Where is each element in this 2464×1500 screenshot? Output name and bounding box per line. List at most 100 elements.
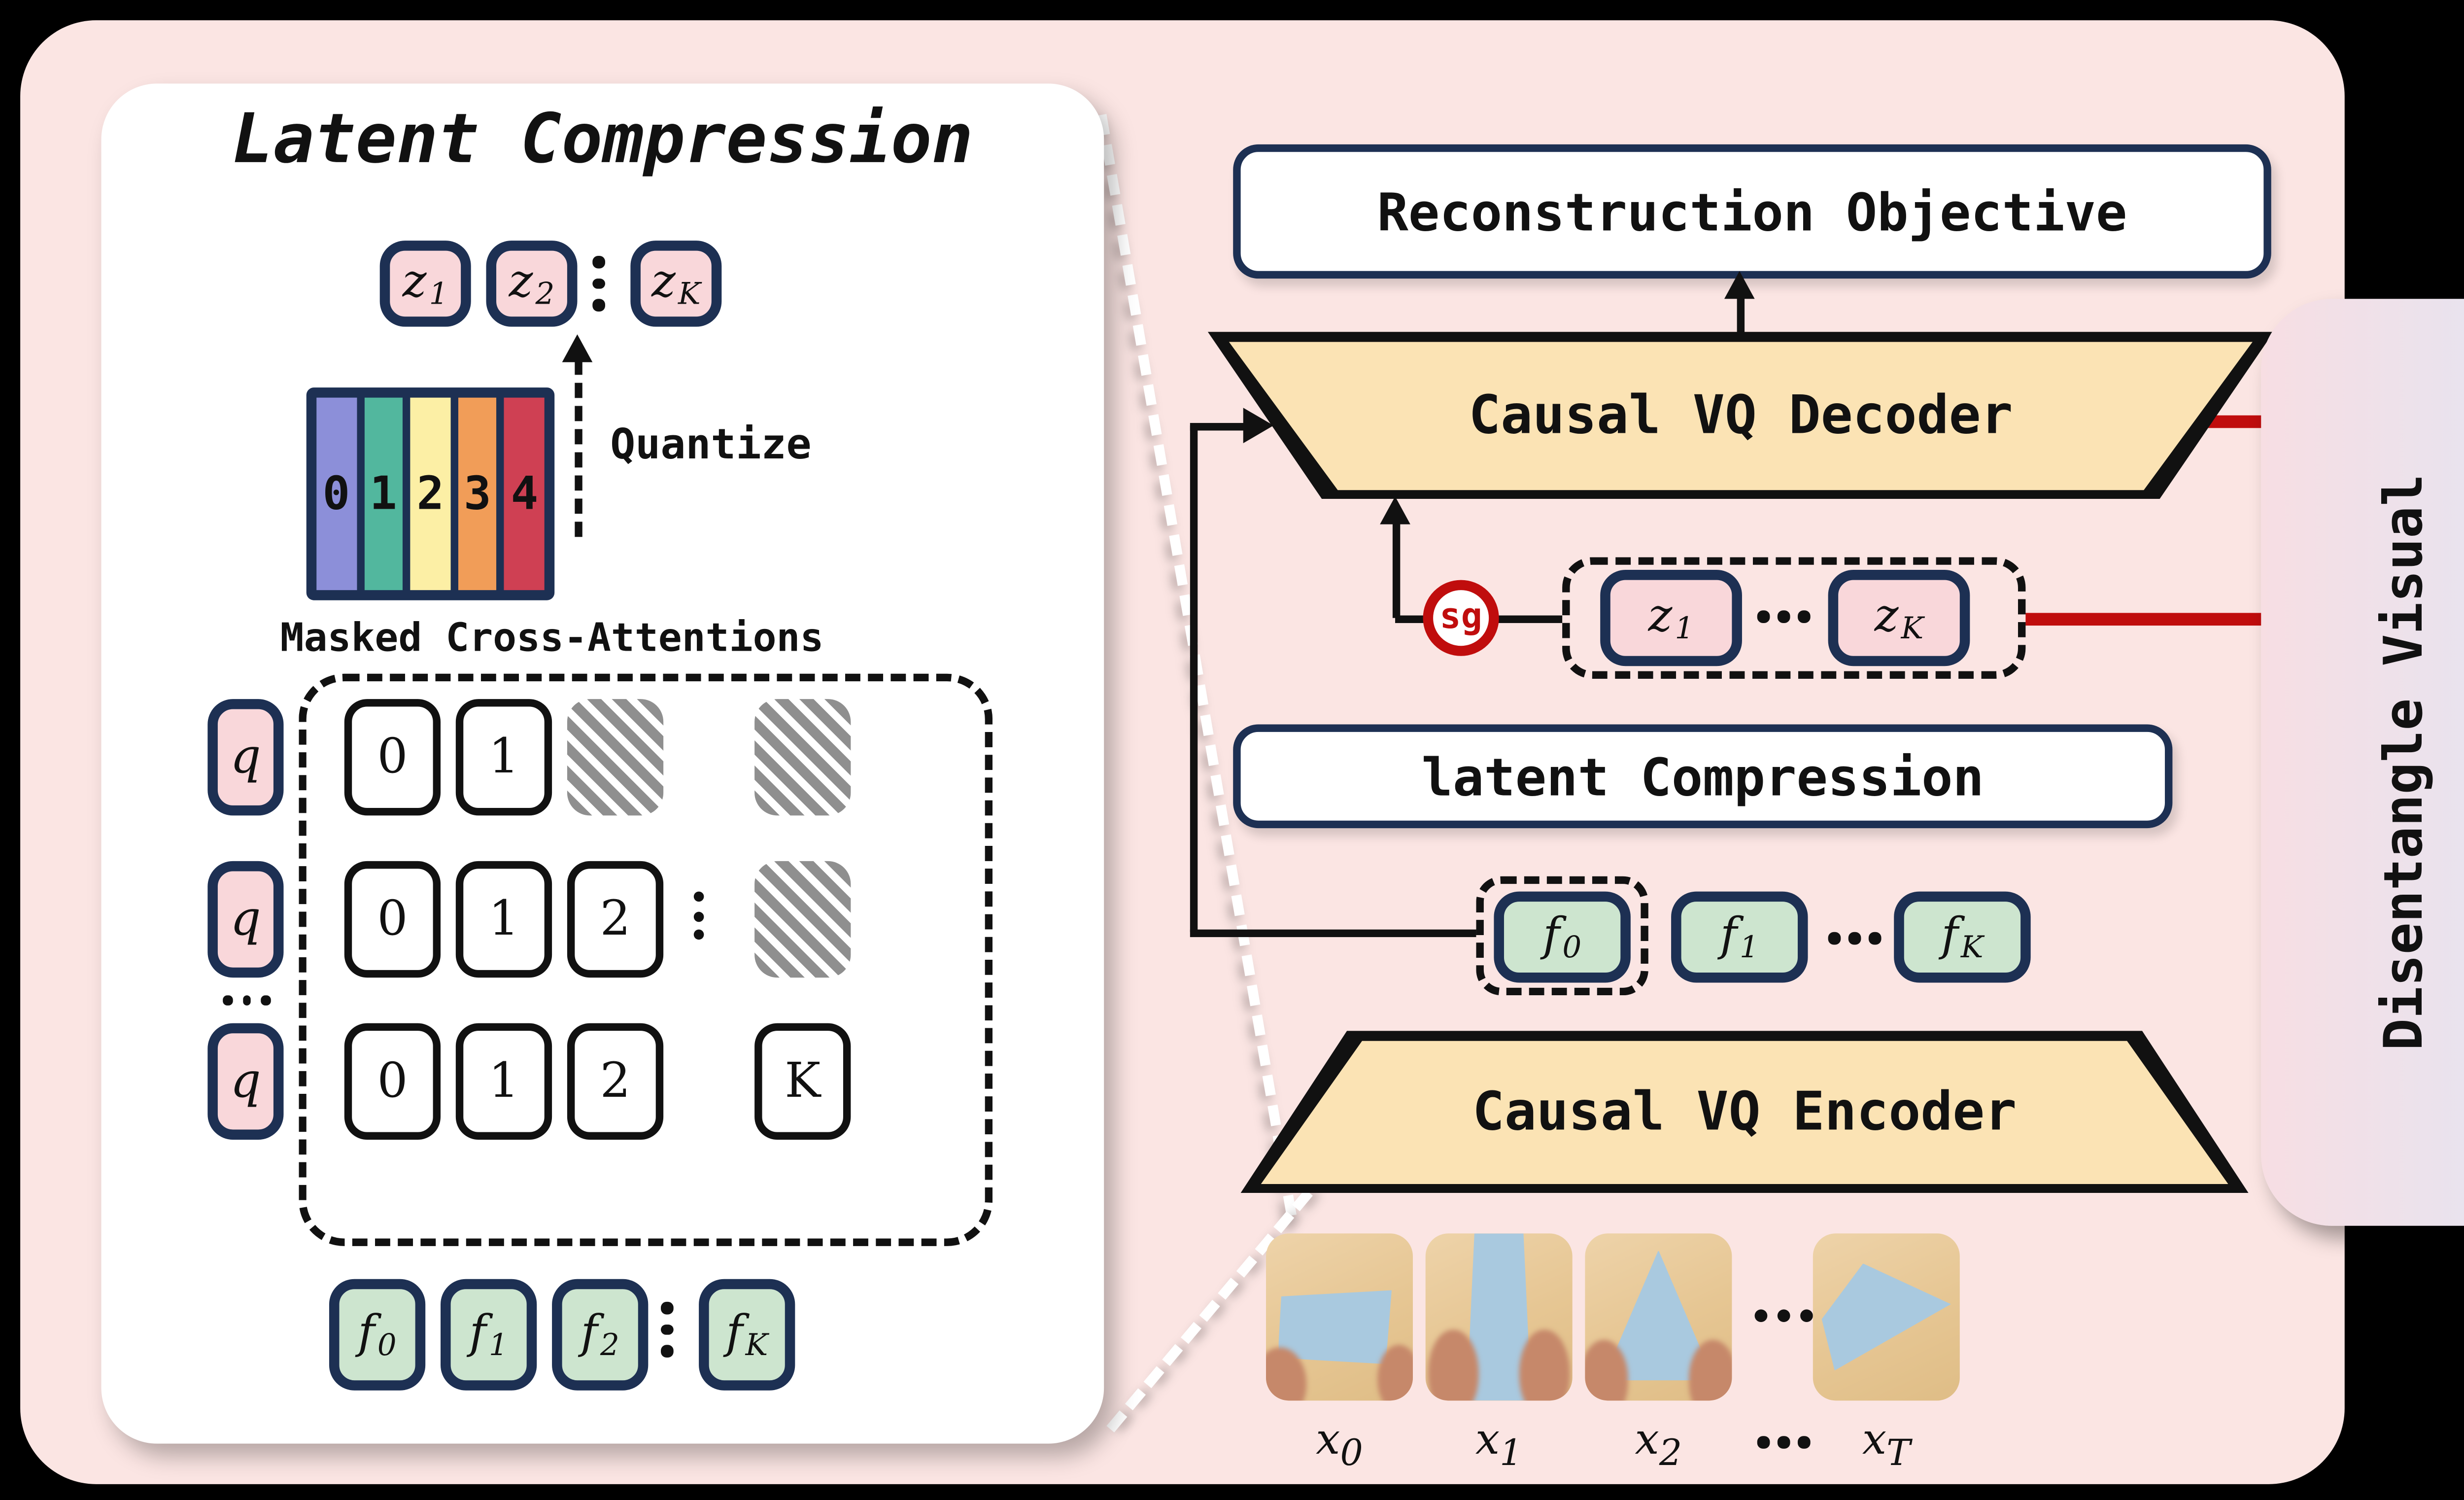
codebook-cell-2: 2	[411, 397, 450, 591]
matrix-cell-r1c1: 0	[344, 699, 441, 816]
middle-f-ellipsis-icon	[1828, 932, 1880, 943]
query-chip-2: q	[207, 861, 284, 978]
bridge-line2: Details With VDM	[2458, 506, 2464, 1019]
sg-left-hline	[1395, 614, 1428, 622]
x0-sub: 0	[1340, 1434, 1363, 1475]
fK-base: f	[726, 1306, 743, 1360]
latent-codes-group	[1562, 557, 2026, 679]
q3-base: q	[230, 1053, 261, 1110]
causal-vq-decoder: Causal VQ Decoder	[1207, 332, 2274, 499]
matrix-masked-cell-r1c3	[567, 699, 664, 816]
f1-sub: 1	[488, 1327, 508, 1363]
mid-f0-sub: 0	[1562, 930, 1582, 966]
codes-to-vdm-red-line	[2025, 611, 2304, 625]
z1-base: z	[402, 255, 427, 309]
decoder-input-arrowhead-icon	[1243, 408, 1274, 444]
quantize-arrow-line	[575, 359, 582, 537]
mid-fK-sub: K	[1960, 930, 1984, 966]
z2-base: z	[509, 255, 533, 309]
attention-matrix-group	[299, 673, 993, 1246]
q1-base: q	[230, 729, 261, 785]
mid-zK-base: z	[1874, 589, 1899, 643]
sg-to-decoder-arrowhead-icon	[1378, 496, 1409, 524]
causal-vq-encoder: Causal VQ Encoder	[1240, 1031, 2249, 1193]
disentangle-bridge-label: Disentangle Visual Details With VDM	[2363, 474, 2464, 1050]
f0-base: f	[358, 1306, 375, 1360]
fK-sub: K	[745, 1327, 768, 1363]
causal-vq-encoder-label: Causal VQ Encoder	[1472, 1081, 2017, 1143]
matrix-cell-r2c3: 2	[567, 861, 664, 978]
zK-sub: K	[678, 277, 701, 313]
f2-sub: 2	[600, 1327, 619, 1363]
input-frame-x2	[1585, 1233, 1732, 1401]
f0-feedback-vline	[1190, 425, 1198, 932]
xT-sub: T	[1886, 1434, 1911, 1475]
mid-zK-sub: K	[1901, 611, 1924, 647]
mid-f1-sub: 1	[1740, 930, 1759, 966]
z2-sub: 2	[535, 277, 555, 313]
quantize-label: Quantize	[610, 420, 812, 469]
mid-fK-base: f	[1941, 908, 1958, 962]
x2-sub: 2	[1659, 1434, 1682, 1475]
matrix-cell-r3c4: K	[754, 1023, 851, 1140]
frame-label-x1: x1	[1426, 1416, 1573, 1475]
mid-f0-base: f	[1542, 908, 1560, 962]
matrix-masked-cell-r1c4	[754, 699, 851, 816]
disentangle-bridge-pill: Disentangle Visual Details With VDM	[2261, 299, 2464, 1226]
bridge-line1: Disentangle Visual	[2373, 474, 2434, 1051]
frame-labels-ellipsis-icon	[1757, 1436, 1810, 1448]
f0-feedback-top-hline	[1190, 421, 1246, 429]
f0-dashed-wrapper	[1476, 876, 1648, 996]
query-chip-3: q	[207, 1023, 284, 1140]
matrix-cell-r2c1: 0	[344, 861, 441, 978]
f0-feedback-hline	[1190, 928, 1476, 936]
decoder-to-reconstruction-arrowhead-icon	[1724, 271, 1755, 299]
quantize-arrowhead-icon	[562, 334, 593, 362]
mid-z1-sub: 1	[1675, 611, 1694, 647]
matrix-cell-r2c2: 1	[455, 861, 552, 978]
matrix-row2-ellipsis-icon	[693, 891, 704, 940]
input-frame-x0	[1266, 1233, 1413, 1401]
query-ellipsis-icon	[223, 995, 270, 1005]
latent-compression-title: Latent Compression	[232, 101, 973, 180]
matrix-cell-r1c2: 1	[455, 699, 552, 816]
matrix-cell-r3c3: 2	[567, 1023, 664, 1140]
matrix-cell-r3c2: 1	[455, 1023, 552, 1140]
xT-base: x	[1862, 1416, 1887, 1466]
x1-sub: 1	[1500, 1434, 1523, 1475]
f1-base: f	[469, 1306, 486, 1360]
mid-f1-base: f	[1720, 908, 1737, 962]
codebook-cell-4: 4	[505, 397, 545, 591]
frame-label-xT: xT	[1813, 1416, 1960, 1475]
frame-label-x0: x0	[1266, 1416, 1413, 1475]
x1-base: x	[1475, 1416, 1500, 1466]
sg-right-hline	[1494, 614, 1563, 622]
causal-vq-decoder-label: Causal VQ Decoder	[1469, 384, 2013, 446]
codebook-block: 0 1 2 3 4	[306, 387, 555, 600]
matrix-masked-cell-r2c4	[754, 861, 851, 978]
stop-gradient-badge-middle: sg	[1423, 580, 1499, 656]
f2-base: f	[581, 1306, 598, 1360]
masked-cross-attentions-label: Masked Cross-Attentions	[280, 615, 824, 662]
q2-base: q	[230, 891, 261, 947]
frame-label-x2: x2	[1585, 1416, 1732, 1475]
x2-base: x	[1635, 1416, 1659, 1466]
input-frame-x1	[1425, 1233, 1573, 1401]
f-row-ellipsis-icon	[661, 1301, 673, 1357]
x0-base: x	[1316, 1416, 1340, 1466]
sg-to-decoder-vline	[1391, 506, 1399, 618]
codebook-cell-1: 1	[363, 397, 403, 591]
zK-base: z	[651, 255, 676, 309]
